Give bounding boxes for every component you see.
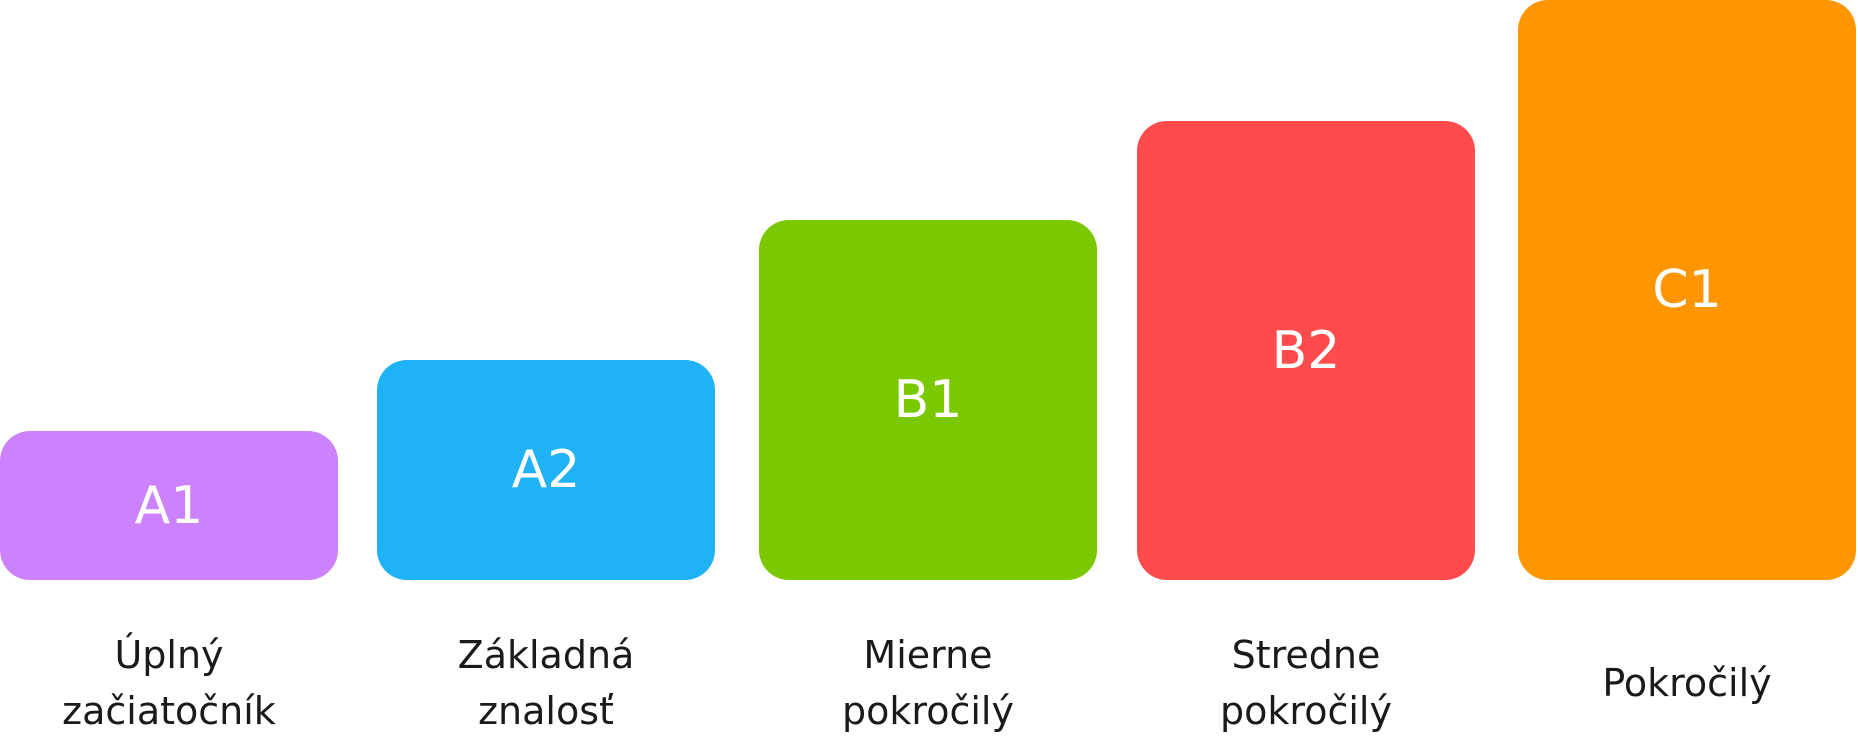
level-label-line: Stredne — [1231, 632, 1381, 677]
level-block-b1: B1 — [759, 220, 1097, 580]
level-code-b1: B1 — [893, 370, 963, 430]
level-c1: C1 Pokročilý — [1518, 0, 1858, 743]
level-label-line: Úplný — [114, 632, 224, 677]
level-code-a2: A2 — [511, 440, 581, 500]
level-label-line: Mierne — [863, 632, 993, 677]
level-block-c1: C1 — [1518, 0, 1856, 580]
level-label-b2: Stredne pokročilý — [1137, 622, 1475, 743]
level-code-c1: C1 — [1652, 260, 1722, 320]
level-label-line: pokročilý — [1220, 688, 1392, 733]
level-block-a2: A2 — [377, 360, 715, 580]
level-label-c1: Pokročilý — [1518, 622, 1856, 743]
level-b1: B1 Mierne pokročilý — [759, 0, 1099, 743]
level-label-b1: Mierne pokročilý — [759, 622, 1097, 743]
level-label-line: Pokročilý — [1602, 660, 1772, 705]
level-code-b2: B2 — [1271, 320, 1341, 381]
level-a2: A2 Základná znalosť — [377, 0, 717, 743]
level-a1: A1 Úplný začiatočník — [0, 0, 340, 743]
level-label-line: pokročilý — [842, 688, 1014, 733]
level-code-a1: A1 — [134, 475, 204, 536]
level-block-a1: A1 — [0, 431, 338, 580]
level-label-a2: Základná znalosť — [377, 622, 715, 743]
level-b2: B2 Stredne pokročilý — [1137, 0, 1477, 743]
level-label-a1: Úplný začiatočník — [0, 622, 338, 743]
level-block-b2: B2 — [1137, 121, 1475, 580]
level-label-line: znalosť — [478, 688, 614, 733]
level-label-line: Základná — [457, 632, 635, 677]
level-label-line: začiatočník — [62, 688, 276, 733]
